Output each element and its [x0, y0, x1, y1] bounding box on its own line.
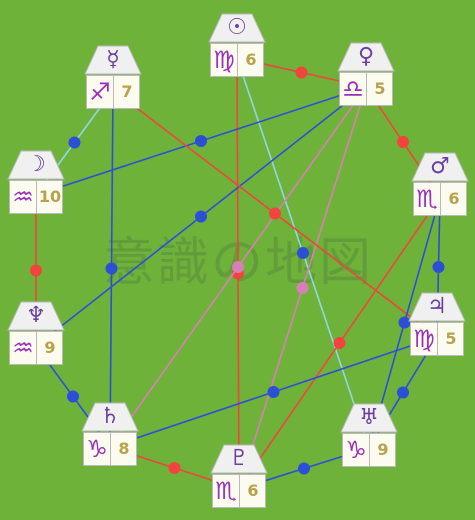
house-mercury: ☿♐7 — [84, 45, 142, 111]
panel-divider — [36, 332, 37, 364]
connection-dot-moon-mercury — [68, 136, 81, 149]
connection-dot-sun-uranus — [297, 247, 309, 259]
connection-dot-mercury-saturn — [105, 262, 118, 275]
house-roof — [84, 45, 142, 75]
house-moon: ☽ ♒10 — [7, 150, 65, 216]
house-saturn: ♄♑8 — [81, 402, 139, 468]
sun-sign-icon: ♍ — [213, 46, 235, 74]
connection-dot-venus-neptune — [195, 210, 207, 223]
panel-divider — [437, 323, 438, 355]
panel-divider — [369, 434, 370, 466]
venus-sign-icon: ♎ — [342, 75, 364, 103]
house-roof — [411, 152, 469, 182]
jupiter-sign-icon: ♍ — [413, 325, 435, 353]
mars-sign-icon: ♏ — [416, 185, 438, 213]
house-uranus: ♅♑9 — [340, 403, 398, 469]
mercury-house-number: 7 — [121, 82, 133, 101]
neptune-sign-icon: ♒ — [12, 334, 34, 362]
connection-dot-jupiter-saturn — [267, 386, 280, 398]
house-roof — [337, 42, 395, 72]
mars-house-number: 6 — [448, 189, 460, 208]
house-panel: ♍6 — [210, 43, 264, 77]
house-panel: ♍5 — [410, 322, 464, 356]
panel-divider — [113, 76, 114, 108]
house-panel: ♏6 — [212, 474, 266, 508]
moon-sign-icon: ♒ — [12, 183, 34, 211]
connection-dot-pluto-saturn — [168, 462, 181, 474]
house-panel: ♐7 — [86, 75, 140, 109]
house-roof — [408, 292, 466, 322]
house-sun: ☉♍6 — [208, 13, 266, 79]
house-venus: ♀♎5 — [337, 42, 395, 108]
connection-dot-venus-pluto — [296, 282, 309, 294]
house-roof — [7, 301, 65, 331]
sun-house-number: 6 — [245, 50, 257, 69]
connection-dot-venus-moon — [195, 135, 207, 147]
neptune-planet-icon: ♆ — [26, 303, 46, 328]
house-roof — [340, 403, 398, 433]
mercury-planet-icon: ☿ — [106, 47, 120, 72]
saturn-planet-icon: ♄ — [100, 404, 120, 429]
connection-dot-saturn-neptune — [67, 390, 79, 403]
venus-planet-icon: ♀ — [357, 44, 375, 69]
panel-divider — [440, 183, 441, 215]
house-panel: ♏6 — [413, 182, 467, 216]
connection-dot-mars-uranus — [398, 316, 411, 329]
moon-planet-icon: ☽ — [26, 152, 46, 177]
mars-planet-icon: ♂ — [430, 154, 450, 179]
mercury-sign-icon: ♐ — [89, 78, 111, 106]
panel-divider — [36, 181, 37, 213]
pluto-planet-icon: ♇ — [229, 446, 249, 471]
connection-dot-venus-saturn — [232, 261, 244, 273]
neptune-house-number: 9 — [44, 338, 56, 357]
house-roof — [208, 13, 266, 43]
house-roof — [7, 150, 65, 180]
connection-dot-neptune-moon — [30, 264, 42, 277]
connection-dot-uranus-pluto — [298, 462, 310, 475]
saturn-sign-icon: ♑ — [86, 435, 108, 463]
house-mars: ♂♏6 — [411, 152, 469, 218]
connection-dot-mars-jupiter — [432, 261, 445, 273]
house-panel: ♎5 — [339, 72, 393, 106]
jupiter-house-number: 5 — [445, 329, 457, 348]
panel-divider — [237, 44, 238, 76]
house-pluto: ♇♏6 — [210, 444, 268, 510]
pluto-sign-icon: ♏ — [215, 477, 237, 505]
house-roof — [210, 444, 268, 474]
jupiter-planet-icon: ♃ — [427, 294, 447, 319]
panel-divider — [366, 73, 367, 105]
venus-house-number: 5 — [374, 79, 386, 98]
sun-planet-icon: ☉ — [227, 15, 247, 40]
uranus-planet-icon: ♅ — [359, 405, 379, 430]
moon-house-number: 10 — [38, 187, 62, 206]
panel-divider — [239, 475, 240, 507]
connection-dot-venus-mars — [397, 136, 409, 148]
house-neptune: ♆♒9 — [7, 301, 65, 367]
connection-dot-mercury-jupiter — [269, 207, 281, 220]
panel-divider — [110, 433, 111, 465]
connection-dot-jupiter-uranus — [397, 386, 409, 399]
uranus-sign-icon: ♑ — [345, 436, 367, 464]
house-panel: ♒10 — [9, 180, 63, 214]
house-jupiter: ♃♍5 — [408, 292, 466, 358]
connection-dot-sun-venus — [295, 66, 308, 79]
saturn-house-number: 8 — [118, 439, 130, 458]
house-panel: ♑8 — [83, 432, 137, 466]
house-roof — [81, 402, 139, 432]
connection-dot-mars-pluto — [333, 337, 346, 349]
house-panel: ♑9 — [342, 433, 396, 467]
uranus-house-number: 9 — [377, 440, 389, 459]
pluto-house-number: 6 — [247, 481, 259, 500]
house-panel: ♒9 — [9, 331, 63, 365]
